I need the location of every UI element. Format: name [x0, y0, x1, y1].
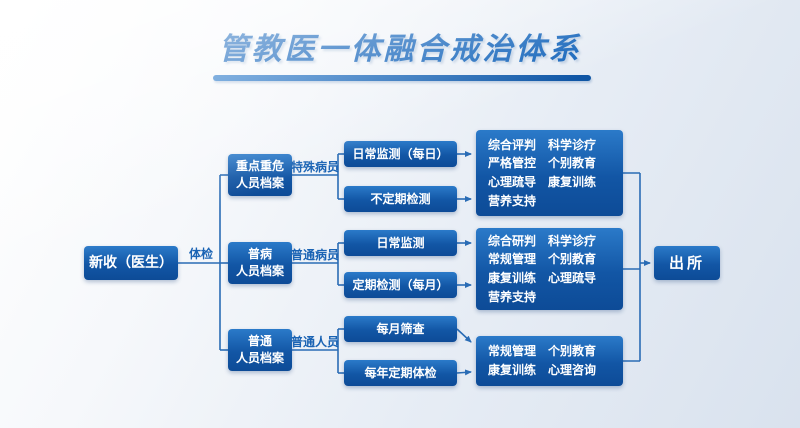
- edge-label-general-personnel: 普通人员: [291, 335, 340, 349]
- node-daily-monitor: 日常监测: [344, 230, 457, 256]
- collector-lines: [623, 172, 651, 362]
- title-underline: [213, 75, 591, 81]
- node-monthly-screening: 每月筛查: [344, 316, 457, 342]
- node-annual-checkup: 每年定期体检: [344, 360, 457, 386]
- edge-label-general-patients: 普通病员: [291, 248, 340, 262]
- page-title: 管教医一体融合戒治体系: [218, 33, 582, 66]
- node-release: 出所: [654, 246, 720, 280]
- trunk-lines: [178, 174, 228, 351]
- node-measures-illness: 综合研判 科学诊疗 常规管理 个别教育 康复训练 心理疏导 营养支持: [476, 228, 623, 310]
- node-irregular-testing: 不定期检测: [344, 186, 457, 212]
- edge-label-physical-exam: 体检: [188, 247, 213, 261]
- node-daily-monitor-daily: 日常监测（每日）: [344, 141, 457, 167]
- edge-label-special-patients: 特殊病员: [291, 160, 340, 174]
- node-new-admission: 新收（医生）: [84, 246, 178, 280]
- node-critical-files: 重点重危 人员档案: [228, 154, 292, 196]
- node-illness-files: 普病 人员档案: [228, 242, 292, 284]
- node-measures-general: 常规管理 个别教育 康复训练 心理咨询: [476, 336, 623, 386]
- node-measures-critical: 综合评判 科学诊疗 严格管控 个别教育 心理疏导 康复训练 营养支持: [476, 130, 623, 216]
- node-monthly-testing: 定期检测（每月）: [344, 272, 457, 298]
- node-general-files: 普通 人员档案: [228, 329, 292, 371]
